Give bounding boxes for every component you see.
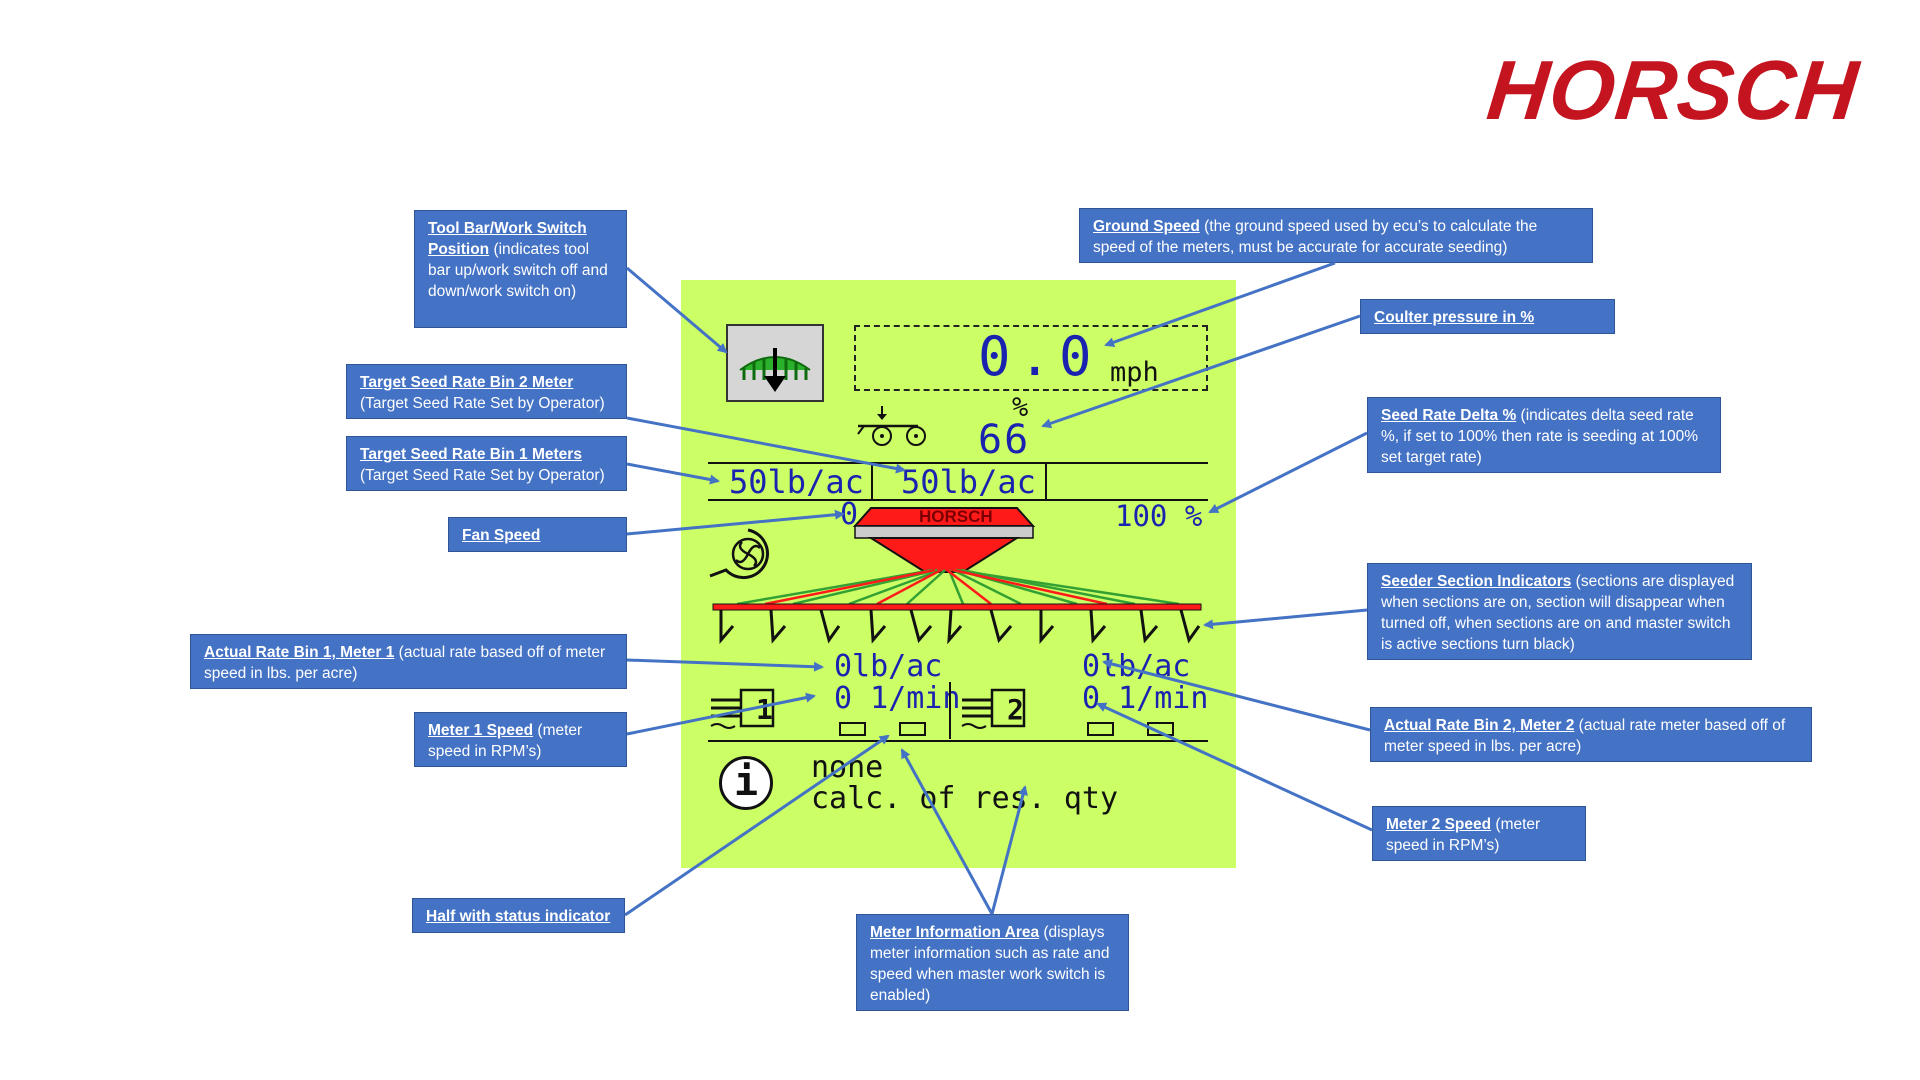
info-line-1: none — [811, 750, 884, 785]
bin1-target-rate: 50lb/ac — [729, 463, 864, 501]
bin2-target-rate: 50lb/ac — [901, 463, 1036, 501]
callout-meter1-speed: Meter 1 Speed (meter speed in RPM’s) — [414, 712, 627, 767]
callout-sections: Seeder Section Indicators (sections are … — [1367, 563, 1752, 660]
callout-actual-bin1: Actual Rate Bin 1, Meter 1 (actual rate … — [190, 634, 627, 689]
info-line-2: calc. of res. qty — [811, 781, 1119, 816]
callout-actual-bin2: Actual Rate Bin 2, Meter 2 (actual rate … — [1370, 707, 1812, 762]
meter2-rate: 0lb/ac — [1082, 649, 1191, 684]
horsch-logo: HORSCH — [1483, 43, 1864, 137]
callout-coulter: Coulter pressure in % — [1360, 299, 1615, 334]
info-icon[interactable]: i — [719, 756, 773, 810]
meter2-label: 2 — [1007, 693, 1024, 726]
coulter-percent-symbol: % — [1012, 392, 1029, 423]
meter1-status-box-b — [899, 722, 926, 736]
info-symbol: i — [733, 759, 759, 805]
ground-speed-value: 0.0 — [978, 325, 1100, 388]
meter1-status-box-a — [839, 722, 866, 736]
meter1-rate: 0lb/ac — [834, 649, 943, 684]
callout-toolbar: Tool Bar/Work Switch Position (indicates… — [414, 210, 627, 328]
meter2-status-box-b — [1147, 722, 1174, 736]
meter2-speed: 0 1/min — [1082, 681, 1209, 716]
callout-target-bin1: Target Seed Rate Bin 1 Meters (Target Se… — [346, 436, 627, 491]
monitor-screen: 0.0 mph % 66 50lb/ac 50lb/ac 0 100 % — [681, 280, 1236, 868]
meter-2-icon — [961, 688, 1026, 729]
callout-half-status: Half with status indicator — [412, 898, 625, 933]
divider — [708, 740, 1208, 742]
divider — [949, 682, 951, 739]
divider — [708, 462, 1208, 464]
callout-meter-info: Meter Information Area (displays meter i… — [856, 914, 1129, 1011]
hopper-logo: HORSCH — [919, 507, 993, 526]
toolbar-down-arrow-icon[interactable] — [726, 324, 824, 402]
meter2-status-box-a — [1087, 722, 1114, 736]
seeder-icon — [712, 507, 1202, 644]
divider — [871, 462, 873, 499]
fan-icon — [709, 528, 769, 580]
callout-ground-speed: Ground Speed (the ground speed used by e… — [1079, 208, 1593, 263]
coulter-pressure-value: 66 — [978, 417, 1031, 463]
callout-fan: Fan Speed — [448, 517, 627, 552]
callout-meter2-speed: Meter 2 Speed (meter speed in RPM’s) — [1372, 806, 1586, 861]
fan-speed-value: 0 — [840, 497, 859, 532]
seed-rate-delta-value: 100 % — [1115, 499, 1203, 533]
ground-speed-unit: mph — [1110, 357, 1159, 388]
callout-target-bin2: Target Seed Rate Bin 2 Meter (Target See… — [346, 364, 627, 419]
divider — [1045, 462, 1047, 499]
meter1-label: 1 — [756, 693, 773, 726]
divider — [708, 499, 1208, 501]
coulter-icon — [857, 406, 926, 446]
callout-seed-delta: Seed Rate Delta % (indicates delta seed … — [1367, 397, 1721, 473]
meter1-speed: 0 1/min — [834, 681, 961, 716]
